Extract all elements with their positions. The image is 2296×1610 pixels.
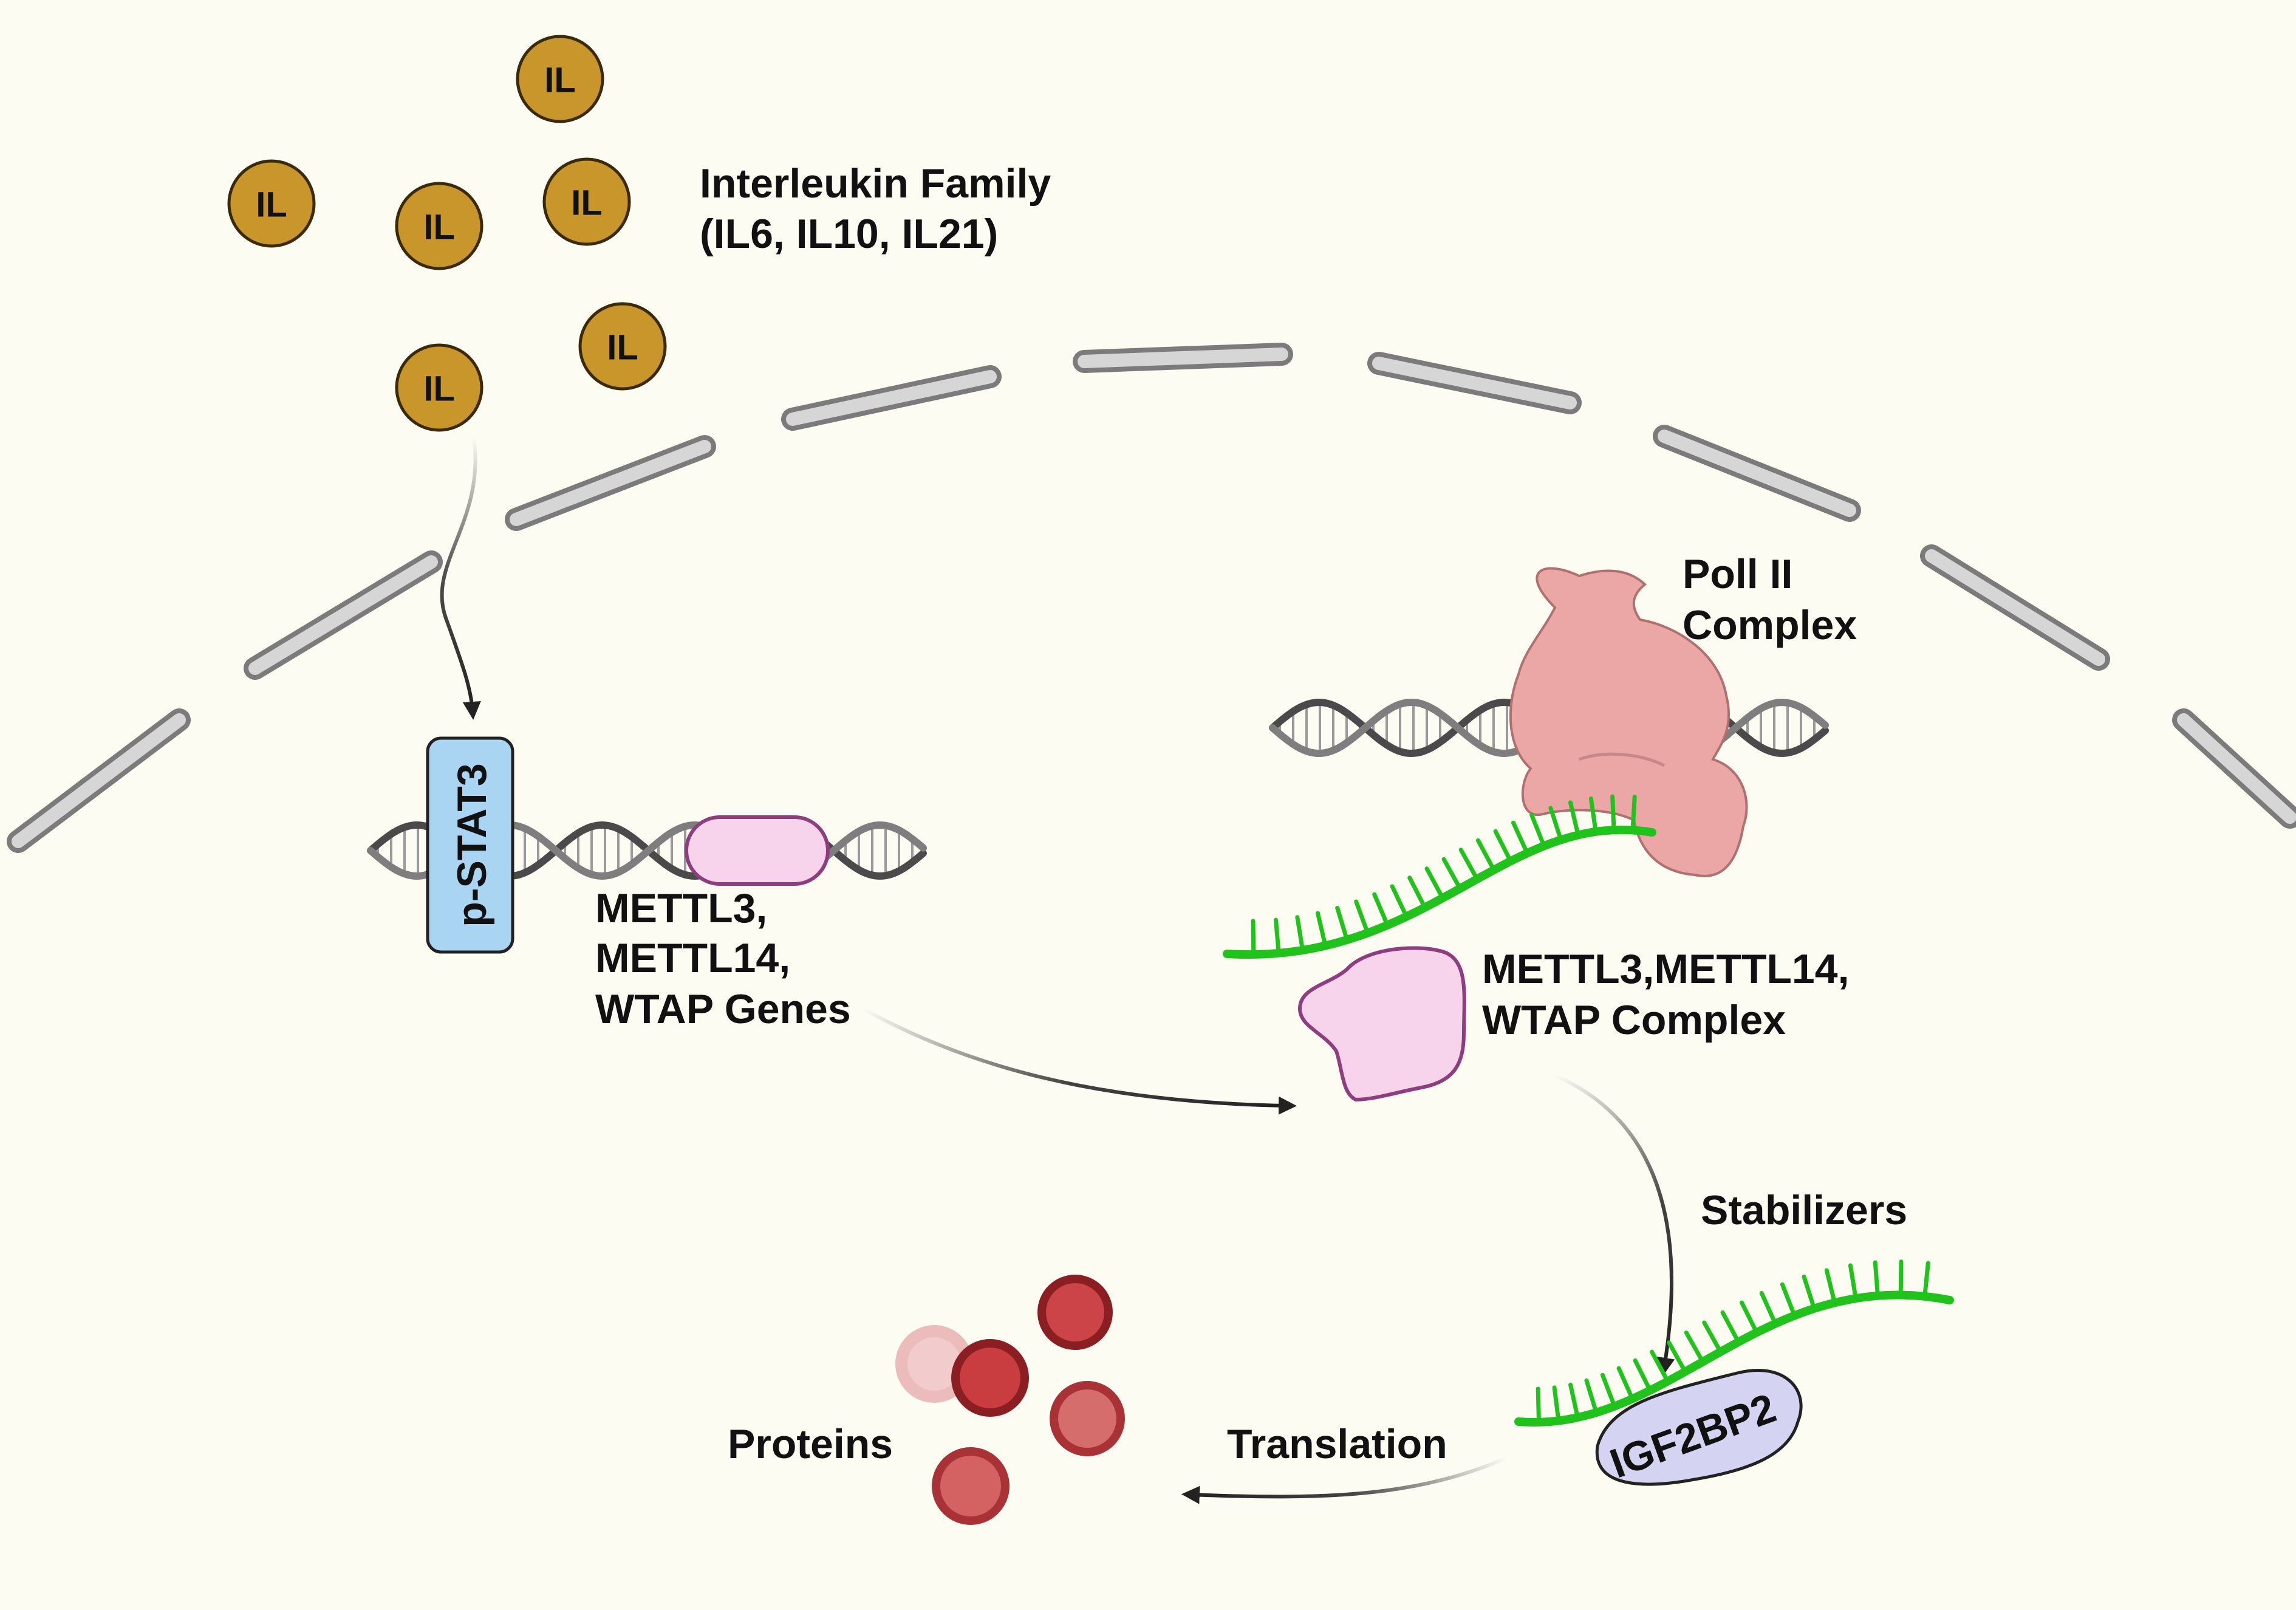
rna-nucleotide	[1667, 1340, 1687, 1374]
mettl-gene-locus	[685, 815, 830, 886]
rna-nucleotide	[1295, 915, 1305, 953]
rna-nucleotide	[1536, 1386, 1541, 1425]
rna-nucleotide	[1407, 875, 1427, 910]
rna-nucleotide	[1759, 1290, 1778, 1326]
rna-nucleotide	[1568, 800, 1580, 837]
rna-nucleotide	[1650, 1349, 1670, 1384]
rna-nucleotide	[1441, 857, 1463, 891]
protein-cluster	[895, 1275, 1125, 1525]
interleukin-label: IL	[423, 208, 455, 247]
rna-nucleotide	[1475, 838, 1496, 872]
rna-nucleotide	[1424, 866, 1445, 900]
rna-nucleotide	[1600, 1372, 1617, 1409]
genes-label-line1: METTL3,	[595, 885, 767, 931]
genes-label-line3: WTAP Genes	[595, 986, 851, 1032]
rna-nucleotide	[1493, 829, 1513, 863]
rna-nucleotide	[1251, 919, 1256, 957]
interleukin-family-sublabel: (IL6, IL10, IL21)	[700, 211, 998, 257]
interleukin-molecules: IL IL IL IL IL IL	[227, 35, 667, 432]
interleukin-label: IL	[571, 183, 603, 223]
rna-nucleotide	[1335, 905, 1350, 942]
rna-nucleotide	[1568, 1382, 1580, 1420]
rna-nucleotide	[1390, 884, 1409, 919]
nuclear-membrane	[7, 343, 2296, 853]
interleukin-1: IL	[516, 35, 604, 123]
stabilizers-label: Stabilizers	[1701, 1187, 1907, 1233]
interleukin-label: IL	[423, 369, 455, 409]
rna-nucleotide	[1873, 1260, 1880, 1298]
interleukin-5: IL	[578, 302, 667, 391]
rna-nucleotide	[1372, 892, 1390, 928]
rna-nucleotide	[1529, 812, 1546, 848]
mettl-complex	[1297, 946, 1466, 1102]
interleukin-2: IL	[227, 159, 316, 248]
interleukin-label: IL	[607, 328, 638, 368]
rna-nucleotide	[1354, 899, 1370, 936]
genes-label-line2: METTL14,	[595, 935, 790, 981]
rna-nucleotide	[1584, 1378, 1599, 1415]
complex-label-line2: WTAP Complex	[1482, 997, 1786, 1043]
interleukin-3: IL	[395, 182, 483, 270]
pol-ii-label-line1: Poll II	[1683, 551, 1792, 597]
interleukin-family-label: Interleukin Family	[700, 160, 1051, 207]
mrna-strand-stabilized	[1514, 1259, 1954, 1427]
rna-nucleotide	[1922, 1261, 1930, 1299]
rna-nucleotide	[1273, 917, 1281, 956]
mrna-strand-nascent	[1223, 794, 1656, 959]
rna-nucleotide	[1684, 1331, 1705, 1364]
rna-nucleotide	[1802, 1274, 1817, 1311]
complex-label-line1: METTL3,METTL14,	[1482, 946, 1849, 992]
pol-ii-complex	[1509, 567, 1748, 877]
interleukin-label: IL	[544, 61, 576, 100]
rna-nucleotide	[1740, 1300, 1759, 1335]
protein	[1037, 1275, 1113, 1350]
signaling-arrow	[440, 437, 481, 720]
interleukin-4: IL	[542, 157, 631, 246]
proteins-label: Proteins	[728, 1421, 893, 1467]
stabilization-arrow	[1554, 1074, 1675, 1376]
rna-nucleotide	[1824, 1268, 1837, 1305]
protein	[932, 1447, 1010, 1525]
rna-nucleotide	[1458, 848, 1480, 882]
rna-nucleotide	[1702, 1320, 1723, 1354]
translation-arrow	[1181, 1456, 1508, 1504]
rna-nucleotide	[1511, 820, 1529, 855]
interleukin-6: IL	[395, 343, 483, 432]
translation-label: Translation	[1227, 1421, 1447, 1467]
p-stat3-protein: p-STAT3	[426, 736, 514, 954]
rna-nucleotide	[1588, 796, 1598, 834]
protein	[1050, 1381, 1125, 1456]
rna-nucleotide	[1315, 911, 1328, 948]
pol-ii-label-line2: Complex	[1683, 602, 1857, 648]
rna-nucleotide	[1630, 794, 1637, 832]
rna-nucleotide	[1848, 1263, 1858, 1301]
protein	[951, 1339, 1029, 1417]
interleukin-label: IL	[256, 185, 287, 225]
rna-nucleotide	[1616, 1366, 1635, 1401]
rna-nucleotide	[1610, 794, 1616, 832]
expression-arrow	[861, 1007, 1297, 1115]
rna-nucleotide	[1548, 806, 1563, 842]
rna-nucleotide	[1552, 1385, 1561, 1423]
rna-nucleotide	[1780, 1282, 1797, 1318]
rna-nucleotide	[1720, 1310, 1741, 1345]
p-stat3-label: p-STAT3	[449, 763, 495, 927]
rna-nucleotide	[1633, 1358, 1653, 1393]
